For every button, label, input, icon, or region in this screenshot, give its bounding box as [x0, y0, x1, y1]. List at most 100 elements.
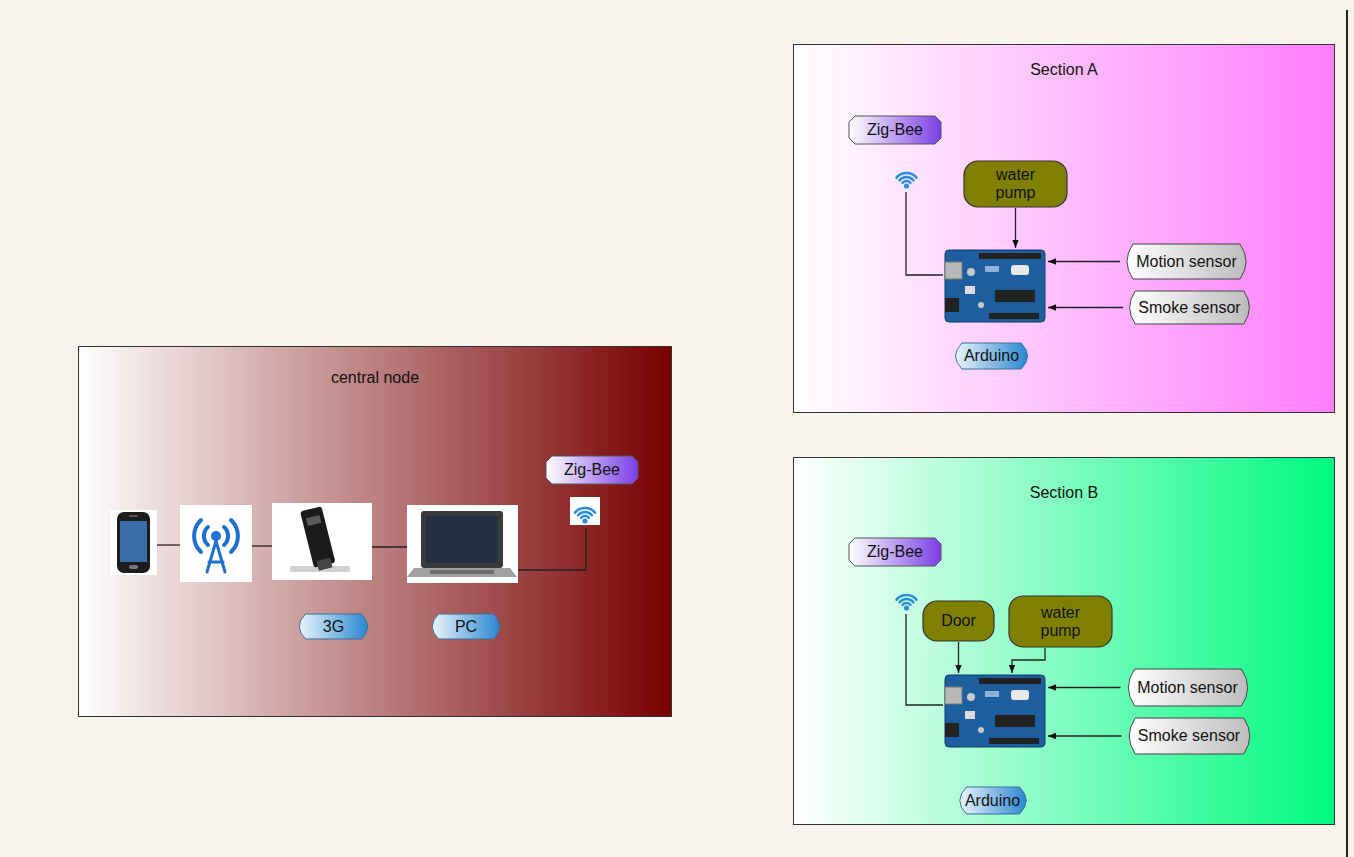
zigbee-module: Zig-Bee	[846, 113, 944, 192]
wifi-symbol	[903, 603, 911, 605]
section-panel: Section A Zig-Bee water pumpMotion sensorS…	[793, 44, 1335, 413]
region-heading: central node	[79, 369, 671, 387]
region-heading: Section A	[794, 61, 1334, 79]
antenna-icon	[224, 527, 228, 545]
wifi-symbol	[900, 177, 914, 180]
shape-outline	[1009, 596, 1112, 647]
arduino-board-picture	[945, 675, 1045, 747]
laptop-icon	[407, 505, 518, 583]
node-label: Zig-Bee	[867, 121, 923, 139]
modem-icon	[300, 506, 336, 571]
arduino-board-picture	[967, 268, 975, 276]
phone-icon	[110, 510, 157, 575]
antenna-icon	[194, 520, 201, 552]
region-heading: Section B	[794, 484, 1334, 502]
arduino-board: Arduino	[943, 673, 1048, 818]
zigbee-module: Zig-Bee	[846, 535, 944, 614]
node-label: PC	[455, 618, 477, 636]
arduino-board-picture	[1011, 265, 1029, 275]
page-edge-line	[1347, 10, 1348, 857]
region-fill	[78, 346, 672, 717]
wifi-symbol	[903, 181, 911, 183]
antenna-icon	[180, 505, 252, 582]
antenna-icon	[231, 520, 238, 552]
arduino-board: Arduino	[943, 248, 1048, 372]
sensor-box: Smoke sensor	[1122, 717, 1257, 755]
modem-icon	[272, 503, 372, 580]
region-fill	[793, 44, 1335, 413]
arduino-board-picture	[965, 286, 975, 294]
arduino-board-picture	[979, 253, 1041, 259]
node-label: Zig-Bee	[867, 543, 923, 561]
shape-outline	[923, 601, 994, 641]
connector	[1048, 307, 1123, 308]
shape-outline	[1129, 718, 1250, 754]
link-wire	[518, 528, 586, 570]
actuator-box: water pump	[963, 160, 1068, 208]
arduino-board-picture	[945, 723, 959, 737]
section-panel: Section BZig-BeeDoorwater pumpMotion sen…	[793, 457, 1335, 825]
node-label: Smoke sensor	[1138, 299, 1240, 317]
laptop-icon	[407, 568, 517, 577]
connector	[1012, 648, 1045, 673]
arduino-board-picture	[945, 262, 962, 279]
actuator-box: Door	[922, 600, 995, 642]
arduino-board-picture	[965, 711, 975, 719]
shape-outline	[1127, 244, 1246, 279]
node-label: 3G	[323, 618, 344, 636]
antenna-icon	[204, 527, 208, 545]
arduino-board-picture	[945, 250, 1045, 322]
node-label: central node	[331, 369, 419, 386]
shape-outline	[432, 614, 500, 639]
node-label: Section A	[1030, 61, 1098, 78]
node-label: Zig-Bee	[564, 461, 620, 479]
actuator-box: water pump	[1008, 595, 1113, 648]
arduino-board-picture	[985, 266, 999, 272]
modem-label: 3G	[292, 613, 375, 640]
arduino-board-picture	[945, 675, 1045, 747]
arduino-board-picture	[995, 290, 1035, 302]
arduino-board-picture	[989, 738, 1039, 744]
label-tag: Zig-Bee	[848, 115, 942, 145]
shape-outline	[849, 538, 941, 566]
wifi-symbol	[578, 512, 592, 515]
modem-icon	[306, 515, 322, 526]
arduino-board-picture	[995, 715, 1035, 727]
arduino-board-picture	[989, 313, 1039, 319]
node-label: Section B	[1030, 484, 1098, 501]
wifi-symbol	[570, 497, 600, 525]
node-label: water pump	[984, 166, 1048, 202]
phone-icon	[117, 512, 150, 573]
label-tag: Arduino	[952, 786, 1034, 815]
node-label: Motion sensor	[1136, 253, 1237, 271]
shape-outline	[1128, 669, 1247, 706]
phone-icon	[110, 510, 157, 575]
shape-outline	[964, 161, 1067, 207]
arduino-board-picture	[945, 298, 959, 312]
wifi-symbol	[582, 518, 587, 523]
shape-outline	[299, 614, 368, 639]
connector	[1048, 261, 1120, 262]
modem-icon	[272, 503, 372, 580]
label-tag: Arduino	[948, 342, 1035, 370]
shape-outline	[956, 343, 1028, 369]
connector	[1015, 208, 1016, 248]
arduino-board-picture	[978, 727, 984, 733]
antenna-icon	[180, 505, 252, 582]
connector	[1048, 735, 1122, 736]
node-label: Arduino	[964, 347, 1019, 365]
arduino-board-picture	[978, 302, 984, 308]
pc-label: PC	[425, 613, 507, 640]
arduino-board-picture	[1011, 690, 1029, 700]
phone-icon	[129, 515, 138, 517]
arduino-board-picture	[945, 687, 962, 704]
wifi-symbol	[904, 183, 909, 188]
node-label: Arduino	[965, 792, 1020, 810]
phone-icon	[129, 565, 138, 569]
laptop-icon	[430, 570, 494, 574]
arduino-board-picture	[985, 691, 999, 697]
antenna-icon	[207, 541, 225, 572]
phone-icon	[120, 521, 147, 562]
connector	[1048, 687, 1121, 688]
